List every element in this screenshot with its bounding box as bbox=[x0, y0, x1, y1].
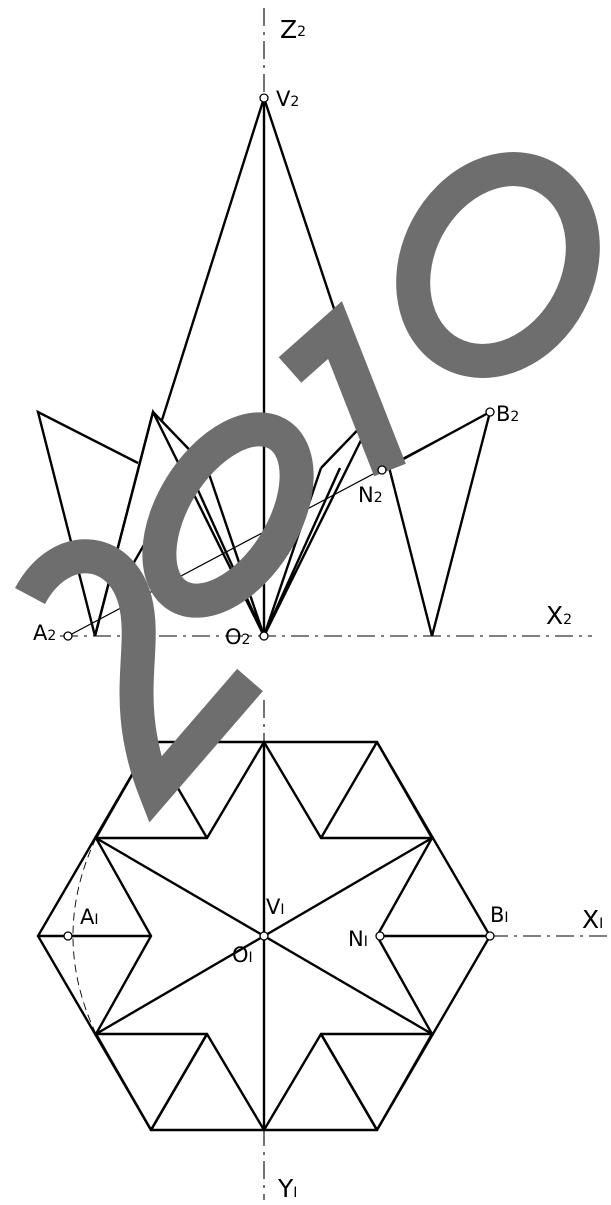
point-a2 bbox=[63, 631, 73, 641]
label-y1: YI bbox=[277, 1174, 297, 1203]
point-b1 bbox=[485, 931, 495, 941]
label-b2: B2 bbox=[496, 402, 519, 426]
label-n2: N2 bbox=[358, 483, 383, 507]
label-v1: VI bbox=[266, 895, 285, 919]
point-a1 bbox=[63, 931, 73, 941]
point-n1 bbox=[375, 931, 385, 941]
petal-br-mid bbox=[375, 1033, 434, 1131]
petal-bottom-v bbox=[149, 1033, 209, 1131]
label-b1: BI bbox=[490, 903, 509, 927]
petal-right-top bbox=[375, 741, 434, 839]
axes bbox=[60, 8, 608, 1200]
label-o1: OI bbox=[232, 943, 253, 967]
edge-v2-left bbox=[160, 97, 266, 421]
arc-a1 bbox=[72, 837, 97, 1035]
point-v2 bbox=[259, 93, 269, 103]
watermark-2010 bbox=[15, 152, 600, 823]
point-o2 bbox=[259, 631, 269, 641]
point-v1-o1 bbox=[259, 931, 269, 941]
point-n2 bbox=[377, 465, 387, 475]
labels: Z2 V2 B2 N2 A2 O2 X2 AI VI OI NI BI XI Y… bbox=[33, 15, 603, 1203]
label-x2: X2 bbox=[546, 601, 572, 630]
points bbox=[63, 93, 495, 941]
label-a1: AI bbox=[80, 905, 99, 929]
label-o2: O2 bbox=[225, 625, 250, 649]
label-a2: A2 bbox=[33, 621, 56, 645]
label-z2: Z2 bbox=[280, 15, 306, 44]
label-n1: NI bbox=[348, 927, 368, 951]
label-v2: V2 bbox=[276, 87, 299, 111]
point-b2 bbox=[485, 407, 495, 417]
petal-bottom-v2 bbox=[319, 1033, 379, 1131]
petal-top-right bbox=[319, 741, 379, 839]
petal-bl-mid bbox=[94, 1033, 153, 1131]
label-x1: XI bbox=[582, 905, 603, 934]
